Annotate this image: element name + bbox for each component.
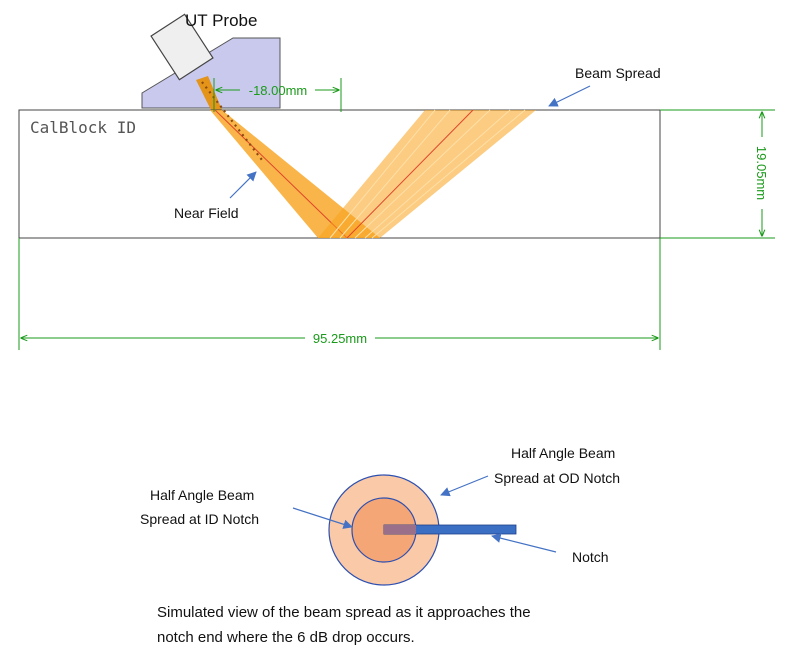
notch-arrow <box>491 533 557 553</box>
near-field-arrow <box>229 171 257 199</box>
id-notch-arrow <box>292 507 353 529</box>
notch-label: Notch <box>572 549 609 565</box>
beam-spread-label: Beam Spread <box>575 65 661 81</box>
width-dimension-label: 95.25mm <box>313 331 367 346</box>
reflected-beam-centerline <box>346 109 474 239</box>
near-field-label: Near Field <box>174 205 239 221</box>
beam-spread-arrow <box>548 85 591 107</box>
offset-dimension: -18.00mm <box>213 78 342 112</box>
od-notch-label-line1: Half Angle Beam <box>511 445 615 461</box>
incident-beam-centerline <box>214 109 348 239</box>
caption-line2: notch end where the 6 dB drop occurs. <box>157 629 415 646</box>
caption-line1: Simulated view of the beam spread as it … <box>157 604 531 621</box>
block-label: CalBlock ID <box>30 118 136 137</box>
thickness-dimension: 19.05mm <box>660 109 775 239</box>
thickness-dimension-label: 19.05mm <box>754 146 769 200</box>
reflected-beam <box>318 109 536 239</box>
probe-wedge <box>141 37 281 109</box>
probe-transducer <box>150 13 214 81</box>
width-dimension: 95.25mm <box>18 238 661 350</box>
od-notch-arrow <box>440 475 489 497</box>
notch-overlap <box>384 525 416 534</box>
od-notch-label-line2: Spread at OD Notch <box>494 470 620 486</box>
near-field-path <box>201 81 263 161</box>
id-notch-label-line1: Half Angle Beam <box>150 487 254 503</box>
incident-beam <box>210 110 380 238</box>
wedge-beam <box>196 76 222 110</box>
probe-label: UT Probe <box>185 11 257 30</box>
offset-dimension-label: -18.00mm <box>249 83 308 98</box>
id-notch-label-line2: Spread at ID Notch <box>140 511 259 527</box>
